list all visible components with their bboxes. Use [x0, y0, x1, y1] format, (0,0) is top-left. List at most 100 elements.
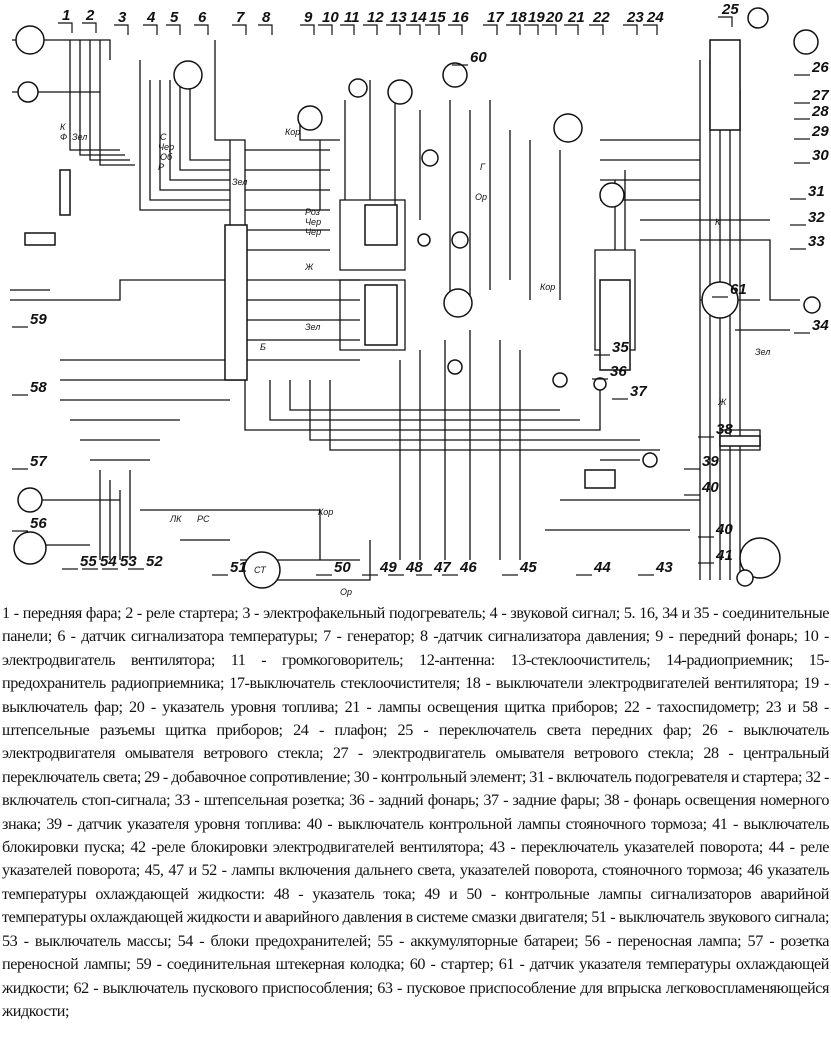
component-number-8: 8 [262, 9, 271, 26]
leader-line [194, 24, 209, 35]
wire-label: К [60, 122, 66, 132]
wire [250, 540, 371, 581]
headlight-icon [15, 25, 45, 55]
lamp-icon [447, 359, 463, 375]
component-number-20: 20 [545, 9, 563, 26]
leader-line [643, 24, 658, 35]
sensor-icon [173, 60, 203, 90]
component-number-7: 7 [236, 9, 245, 26]
horn-icon [17, 81, 39, 103]
component-number-36: 36 [610, 363, 627, 380]
component-number-9: 9 [304, 9, 313, 26]
washer-motor-icon [793, 29, 819, 55]
component-number-31: 31 [808, 183, 825, 200]
leader-line [406, 24, 421, 35]
fuse-block [364, 284, 398, 346]
leader-line [82, 22, 97, 33]
wire [159, 80, 230, 191]
leader-line [318, 24, 333, 35]
component-number-34: 34 [812, 317, 829, 334]
component-number-26: 26 [811, 59, 829, 76]
component-number-30: 30 [812, 147, 829, 164]
wire-label: Чер [305, 217, 321, 227]
wire [99, 40, 135, 166]
leader-line [232, 24, 247, 35]
fuel-sensor-icon [642, 452, 658, 468]
component-number-21: 21 [567, 9, 585, 26]
component-number-48: 48 [405, 559, 423, 576]
rear-light-icon [739, 537, 781, 579]
wire [640, 239, 800, 301]
component-number-28: 28 [811, 103, 829, 120]
leader-line [448, 24, 463, 35]
leader-lines [12, 16, 810, 576]
wire-label: Ор [340, 587, 352, 597]
component-number-43: 43 [655, 559, 673, 576]
connector-panel [59, 169, 71, 216]
wire-label: Кор [318, 507, 333, 517]
component-number-2: 2 [85, 7, 95, 24]
leader-line [114, 24, 129, 35]
component-number-35: 35 [612, 339, 629, 356]
leader-line [425, 24, 440, 35]
wire-label: Ж [717, 397, 727, 407]
component-number-17: 17 [487, 9, 504, 26]
component-number-22: 22 [592, 9, 610, 26]
wire-label: Чер [158, 142, 174, 152]
component-number-56: 56 [30, 515, 47, 532]
wire-label: СТ [254, 565, 267, 575]
leader-line [166, 24, 181, 35]
component-number-47: 47 [433, 559, 451, 576]
component-number-60: 60 [470, 49, 487, 66]
speaker-icon [348, 78, 368, 98]
wire [329, 380, 660, 451]
component-number-32: 32 [808, 209, 825, 226]
wire-label: Зел [72, 132, 87, 142]
wire-label: Ор [475, 192, 487, 202]
lamp-icon [593, 377, 607, 391]
component-number-58: 58 [30, 379, 47, 396]
component-number-46: 46 [459, 559, 477, 576]
wire [89, 40, 130, 161]
wire [269, 380, 580, 421]
battery-icon [243, 551, 281, 589]
component-number-10: 10 [322, 9, 339, 26]
leader-line [524, 24, 539, 35]
component-number-39: 39 [702, 453, 719, 470]
component-number-12: 12 [367, 9, 384, 26]
wire [189, 80, 230, 161]
leader-line [542, 24, 557, 35]
leader-line [340, 24, 355, 35]
component-number-15: 15 [429, 9, 446, 26]
lamp-icon [552, 372, 568, 388]
sensor-icon [803, 296, 821, 314]
wire-label: Зел [305, 322, 320, 332]
wire-label: Р [158, 162, 164, 172]
wire-label: ЛК [169, 514, 182, 524]
component-number-5: 5 [170, 9, 179, 26]
wire [179, 80, 230, 171]
wire [169, 80, 230, 181]
wire-label: Кор [285, 127, 300, 137]
fuse-block [224, 224, 248, 381]
component-number-54: 54 [100, 553, 117, 570]
wire [149, 80, 230, 201]
component-number-59: 59 [30, 311, 47, 328]
component-number-16: 16 [452, 9, 469, 26]
component-number-50: 50 [334, 559, 351, 576]
component-number-18: 18 [510, 9, 527, 26]
wire-label: Ж [304, 262, 314, 272]
wire-label: Зел [755, 347, 770, 357]
wire [244, 380, 601, 431]
component-number-3: 3 [118, 9, 127, 26]
ammeter-icon [443, 288, 473, 318]
gauge-icon [599, 182, 625, 208]
portable-lamp-icon [13, 531, 47, 565]
component-number-29: 29 [811, 123, 829, 140]
heater-block [24, 232, 56, 246]
leader-line [718, 16, 733, 27]
wire-label: Г [480, 162, 486, 172]
leader-line [589, 24, 604, 35]
component-number-38: 38 [716, 421, 733, 438]
